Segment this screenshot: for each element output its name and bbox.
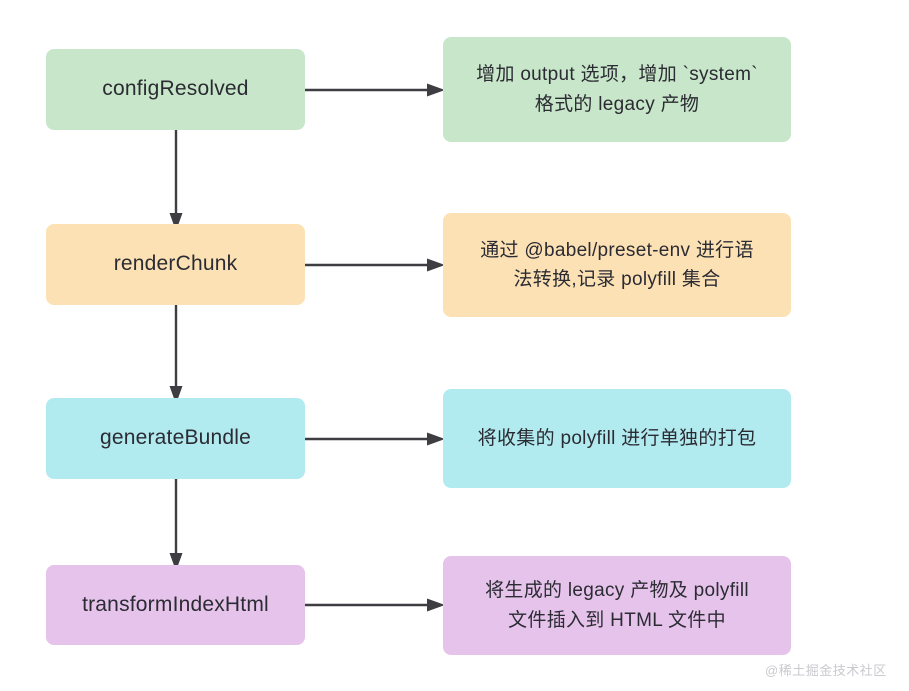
- note-line: 法转换,记录 polyfill 集合: [513, 269, 721, 290]
- note-line: 文件插入到 HTML 文件中: [508, 609, 726, 631]
- flow-arrow-renderChunk-to-generateBundle: [169, 300, 183, 404]
- hook-node-configResolved[interactable]: configResolved: [46, 49, 305, 130]
- note-box-configResolved[interactable]: 增加 output 选项，增加 `system` 格式的 legacy 产物: [443, 37, 791, 142]
- note-line: 将收集的 polyfill 进行单独的打包: [477, 427, 757, 449]
- note-line: 格式的 legacy 产物: [534, 93, 700, 115]
- note-line: 将生成的 legacy 产物及 polyfill: [485, 580, 749, 602]
- flow-arrow-generateBundle-to-note: [302, 432, 445, 446]
- flow-arrow-renderChunk-to-note: [302, 258, 445, 272]
- note-line: 通过 @babel/preset-env 进行语: [480, 239, 754, 261]
- note-box-transformIndexHtml[interactable]: 将生成的 legacy 产物及 polyfill 文件插入到 HTML 文件中: [443, 556, 791, 655]
- watermark: @稀土掘金技术社区: [765, 663, 887, 678]
- hook-node-label: generateBundle: [99, 426, 252, 450]
- note-line: 增加 output 选项，增加 `system`: [476, 64, 758, 86]
- hook-node-label: transformIndexHtml: [82, 592, 269, 616]
- flow-arrow-transformIndexHtml-to-note: [302, 598, 445, 612]
- flow-arrow-configResolved-to-note: [302, 83, 445, 97]
- hook-node-generateBundle[interactable]: generateBundle: [46, 398, 305, 479]
- note-box-generateBundle[interactable]: 将收集的 polyfill 进行单独的打包: [443, 389, 791, 488]
- hook-node-renderChunk[interactable]: renderChunk: [46, 224, 305, 305]
- hook-node-transformIndexHtml[interactable]: transformIndexHtml: [46, 565, 305, 645]
- flow-arrow-generateBundle-to-transformIndexHtml: [169, 473, 183, 571]
- hook-node-label: renderChunk: [113, 252, 238, 276]
- flow-arrow-configResolved-to-renderChunk: [169, 125, 183, 231]
- note-box-renderChunk[interactable]: 通过 @babel/preset-env 进行语 法转换,记录 polyfill…: [443, 213, 791, 317]
- hook-node-label: configResolved: [102, 77, 249, 101]
